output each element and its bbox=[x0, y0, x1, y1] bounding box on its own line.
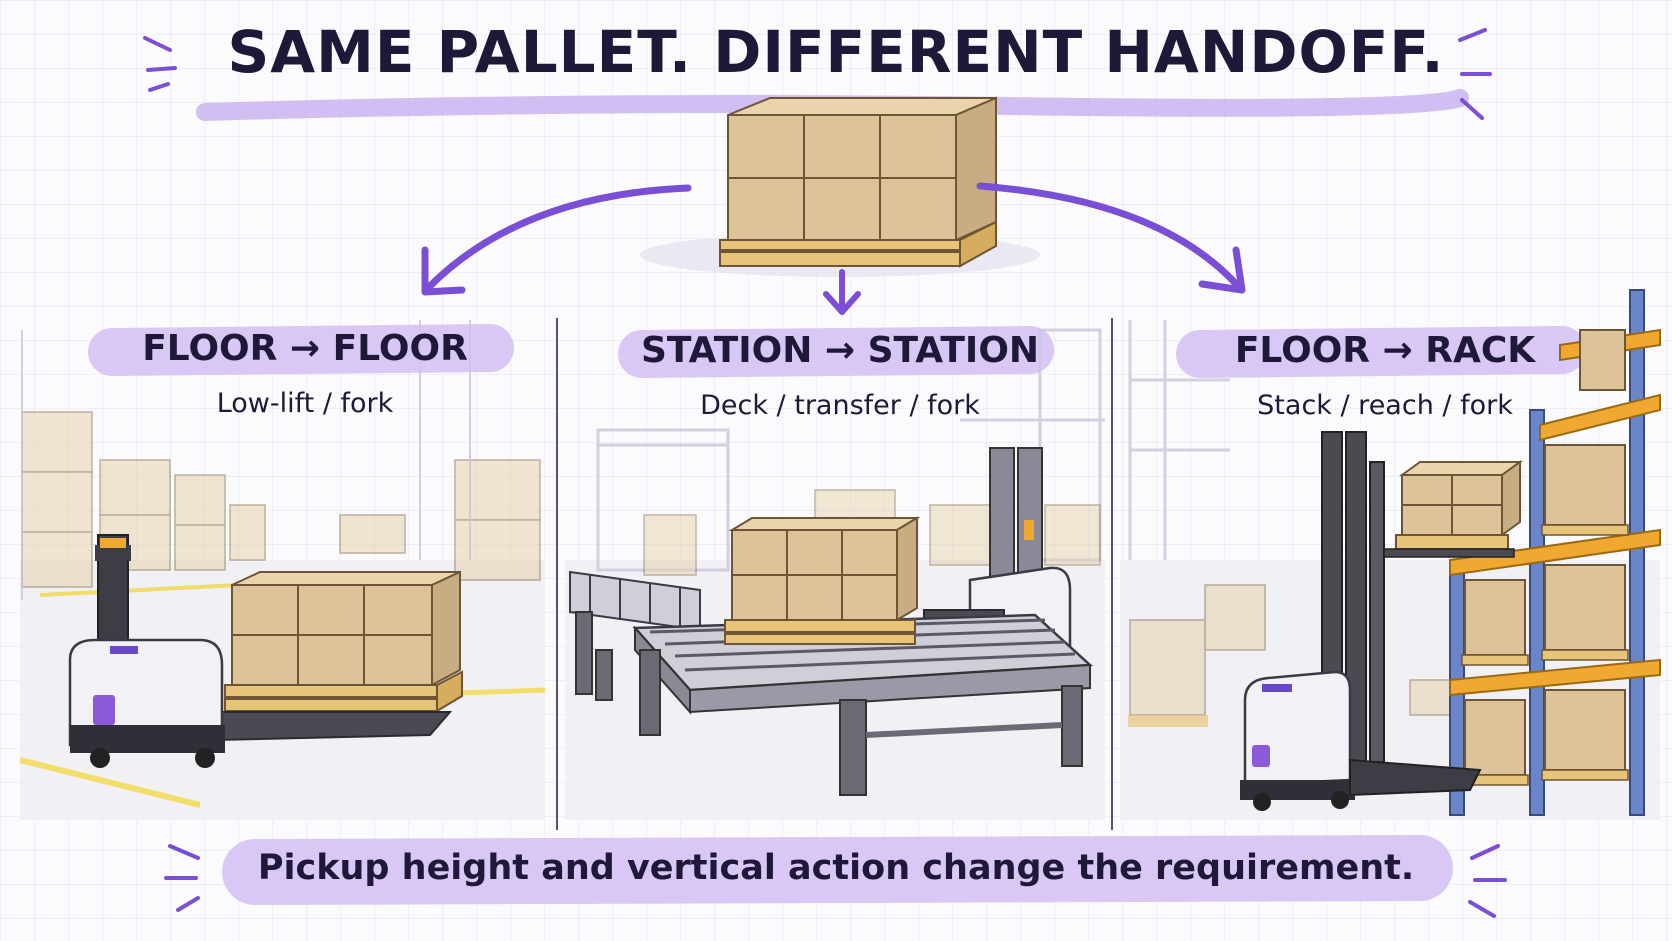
title-sparkles bbox=[143, 28, 1492, 120]
source-pallet bbox=[640, 96, 1040, 277]
panel-2-scene bbox=[565, 328, 1105, 820]
arrow-left bbox=[424, 184, 692, 292]
arrow-right bbox=[976, 182, 1242, 290]
panel-1-label: FLOOR → FLOOR bbox=[142, 328, 468, 369]
panel-1-subtitle: Low-lift / fork bbox=[216, 388, 394, 419]
panel-3-subtitle: Stack / reach / fork bbox=[1257, 390, 1513, 421]
panel-2-label: STATION → STATION bbox=[640, 330, 1040, 371]
panel-1-scene bbox=[19, 320, 546, 820]
panel-1-highlight bbox=[88, 324, 514, 376]
footer-caption: Pickup height and vertical action change… bbox=[257, 848, 1415, 888]
page-title: SAME PALLET. DIFFERENT HANDOFF. bbox=[227, 18, 1445, 86]
footer-sparkles bbox=[164, 844, 1507, 918]
panel-3-label: FLOOR → RACK bbox=[1234, 330, 1536, 371]
panel-2-subtitle: Deck / transfer / fork bbox=[700, 390, 980, 421]
panel-2-highlight bbox=[618, 326, 1054, 378]
panel-3-highlight bbox=[1176, 326, 1586, 378]
footer-highlight bbox=[222, 835, 1453, 905]
panel-3-scene bbox=[1120, 289, 1661, 820]
